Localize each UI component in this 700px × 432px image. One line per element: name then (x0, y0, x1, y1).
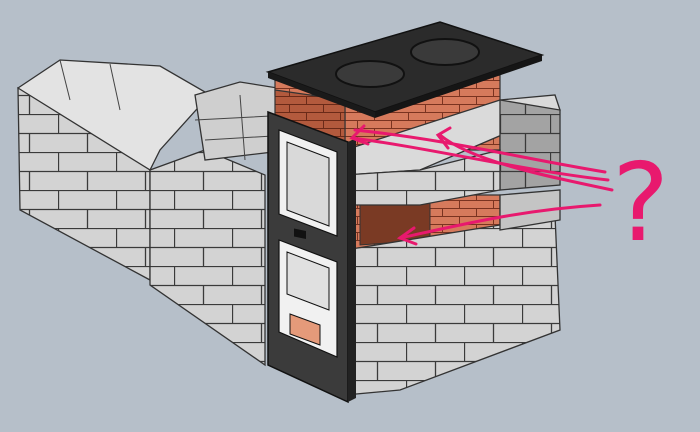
question-mark: ? (612, 141, 669, 266)
ash-door (289, 313, 321, 346)
arrow-upper-b (353, 128, 607, 174)
cooktop-edge-right (375, 55, 542, 118)
burner-ring-right (410, 38, 480, 66)
left-block-wall (17, 59, 291, 367)
stove-door-lower-glass (286, 251, 330, 311)
cooktop-edge (268, 72, 375, 118)
left-wall-face-near (149, 149, 266, 367)
arrow-lower (398, 203, 602, 240)
frame-side (348, 138, 356, 402)
arrow-upper (350, 136, 610, 182)
control-slot (294, 228, 306, 240)
stove-door-upper-glass (286, 141, 330, 227)
burner-ring-left (335, 60, 405, 88)
annotation-arrows (349, 124, 614, 246)
cooktop (265, 21, 545, 118)
arrowhead-middle (435, 126, 452, 150)
right-block-mass (344, 94, 561, 396)
arrowhead-upper (349, 124, 370, 146)
arrow-middle (438, 133, 614, 192)
stove-front-frame (267, 110, 356, 404)
arrowhead-lower (396, 226, 418, 246)
